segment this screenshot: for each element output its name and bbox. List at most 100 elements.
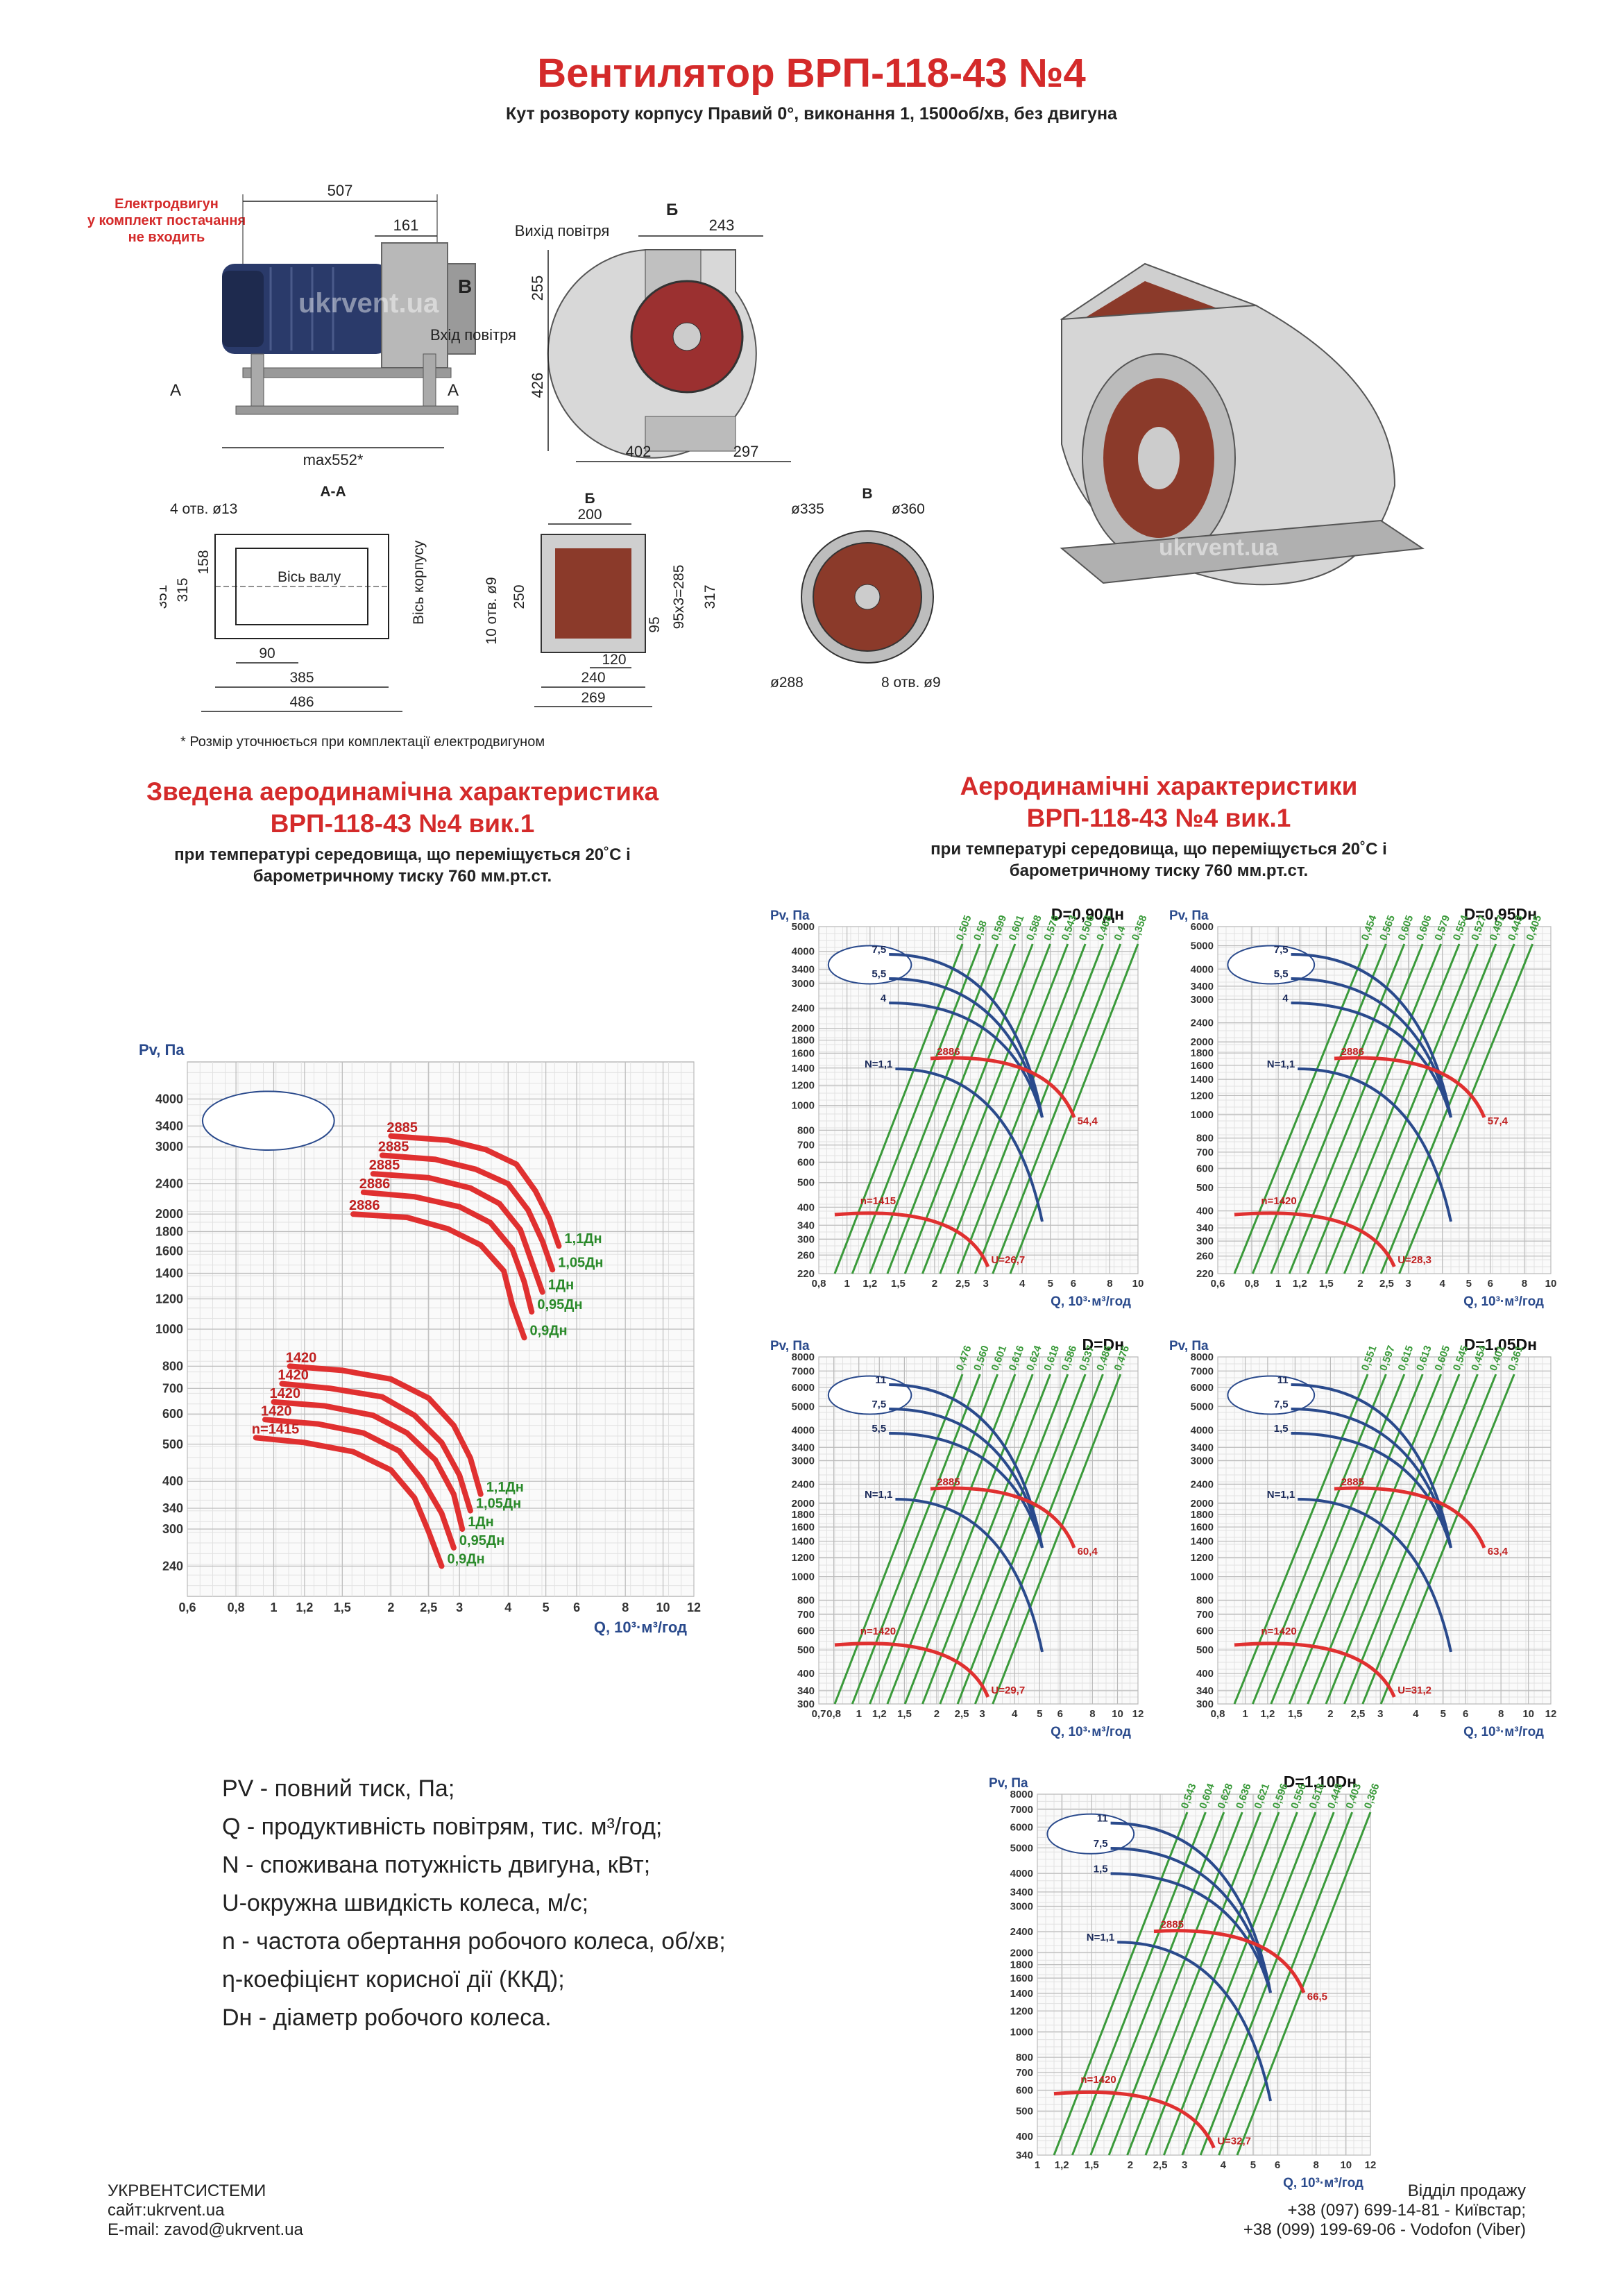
x-tick-label: 4 bbox=[1439, 1278, 1445, 1290]
x-tick-label: 2 bbox=[1327, 1708, 1333, 1720]
y-tick-label: 4000 bbox=[1191, 963, 1214, 975]
x-tick-label: 8 bbox=[1522, 1278, 1527, 1290]
x-tick-label: 8 bbox=[1498, 1708, 1504, 1720]
efficiency-line bbox=[1233, 1374, 1369, 1705]
y-tick-label: 2000 bbox=[1010, 1947, 1033, 1959]
y-tick-label: 1000 bbox=[792, 1100, 815, 1112]
power-curve bbox=[1110, 1821, 1272, 1993]
speed-low-label: n=1420 bbox=[1080, 2074, 1116, 2086]
x-tick-label: 3 bbox=[1405, 1278, 1411, 1290]
x-tick-label: 12 bbox=[1545, 1708, 1557, 1720]
speed-label: 2885 bbox=[386, 1120, 418, 1136]
y-tick-label: 4000 bbox=[792, 1425, 815, 1437]
power-curve bbox=[1298, 1498, 1452, 1653]
efficiency-line bbox=[1233, 943, 1369, 1274]
x-tick-label: 5 bbox=[1250, 2159, 1256, 2171]
y-tick-label: 5000 bbox=[1010, 1842, 1033, 1854]
y-tick-label: 1800 bbox=[792, 1509, 815, 1521]
x-tick-label: 2 bbox=[932, 1278, 937, 1290]
y-tick-label: 4000 bbox=[792, 946, 815, 958]
y-tick-label: 340 bbox=[162, 1501, 183, 1515]
legend-line: Dн - діаметр робочого колеса. bbox=[222, 1999, 726, 2037]
power-label: 5,5 bbox=[872, 1423, 886, 1435]
dim-max552: max552* bbox=[303, 451, 364, 469]
x-tick-label: 2 bbox=[1128, 2159, 1133, 2171]
series-curve bbox=[253, 1435, 445, 1569]
efficiency-line bbox=[1343, 1374, 1479, 1705]
y-tick-label: 2000 bbox=[792, 1023, 815, 1035]
chart-title: D=0,95Dн bbox=[1464, 905, 1537, 923]
company-logo bbox=[201, 1090, 335, 1151]
power-label: 4 bbox=[881, 993, 887, 1004]
y-tick-label: 3000 bbox=[792, 1455, 815, 1467]
y-tick-label: 600 bbox=[162, 1407, 183, 1421]
dim-243: 243 bbox=[709, 217, 735, 234]
footer-left: УКРВЕНТСИСТЕМИ сайт:ukrvent.ua E-mail: z… bbox=[108, 2181, 303, 2240]
diameter-label: 1Дн bbox=[468, 1514, 493, 1530]
footer-phone-2[interactable]: +38 (099) 199-69-06 - Vodofon (Viber) bbox=[1243, 2220, 1526, 2239]
x-tick-label: 2,5 bbox=[955, 1708, 969, 1720]
dim-297: 297 bbox=[733, 443, 759, 460]
footer-email[interactable]: E-mail: zavod@ukrvent.ua bbox=[108, 2220, 303, 2239]
footer-right: Відділ продажу +38 (097) 699-14-81 - Киї… bbox=[1243, 2181, 1526, 2240]
y-tick-label: 2400 bbox=[1191, 1018, 1214, 1029]
y-tick-label: 3400 bbox=[1191, 981, 1214, 993]
b-240: 240 bbox=[581, 670, 605, 686]
y-tick-label: 8000 bbox=[792, 1351, 815, 1363]
power-label: 11 bbox=[875, 1374, 886, 1386]
u-high-label: 63,4 bbox=[1488, 1546, 1509, 1558]
y-tick-label: 6000 bbox=[1191, 921, 1214, 933]
footer-phone-1[interactable]: +38 (097) 699-14-81 - Київстар; bbox=[1287, 2201, 1526, 2220]
y-tick-label: 400 bbox=[162, 1474, 183, 1488]
legend-line: η-коефіцієнт корисної дії (ККД); bbox=[222, 1961, 726, 1999]
power-curve bbox=[1298, 1067, 1452, 1222]
u-high-label: 60,4 bbox=[1078, 1546, 1098, 1558]
y-tick-label: 300 bbox=[1196, 1235, 1214, 1247]
legend-text: - споживана потужність двигуна, кВт; bbox=[239, 1852, 651, 1878]
power-curve bbox=[1110, 1872, 1272, 1993]
x-tick-label: 3 bbox=[983, 1278, 989, 1290]
power-label: 11 bbox=[1097, 1813, 1108, 1825]
legend-text: - діаметр робочого колеса. bbox=[252, 2004, 552, 2031]
series-curve bbox=[350, 1211, 527, 1341]
y-tick-label: 340 bbox=[1196, 1685, 1214, 1697]
y-axis-label: Pv, Па bbox=[770, 909, 810, 923]
speed-label: 2885 bbox=[378, 1139, 409, 1154]
dim-402: 402 bbox=[626, 443, 652, 460]
legend-line: PV - повний тиск, Па; bbox=[222, 1770, 726, 1808]
page-subtitle: Кут розвороту корпусу Правий 0°, виконан… bbox=[506, 104, 1117, 124]
aa-315: 315 bbox=[175, 577, 191, 602]
y-tick-label: 6000 bbox=[1191, 1382, 1214, 1394]
diameter-label: 1,1Дн bbox=[486, 1480, 524, 1495]
y-tick-label: 7000 bbox=[792, 1365, 815, 1377]
x-tick-label: 4 bbox=[1019, 1278, 1026, 1290]
y-tick-label: 1000 bbox=[792, 1571, 815, 1583]
v-d360: ø360 bbox=[892, 501, 925, 517]
y-tick-label: 400 bbox=[797, 1668, 815, 1680]
x-tick-label: 2 bbox=[387, 1601, 394, 1614]
aa-shaft-axis: Вісь валу bbox=[278, 569, 341, 585]
x-tick-label: 1,5 bbox=[1319, 1278, 1334, 1290]
footer-site[interactable]: сайт:ukrvent.ua bbox=[108, 2201, 225, 2220]
efficiency-line bbox=[1270, 1374, 1406, 1705]
power-curve bbox=[895, 1067, 1044, 1222]
efficiency-line bbox=[886, 943, 1017, 1274]
y-tick-label: 1800 bbox=[792, 1035, 815, 1047]
y-tick-label: 340 bbox=[797, 1685, 815, 1697]
diameter-label: 0,9Дн bbox=[448, 1551, 485, 1567]
speed-low-label: n=1415 bbox=[860, 1195, 896, 1207]
efficiency-line bbox=[921, 1374, 1051, 1705]
dim-161: 161 bbox=[393, 217, 419, 234]
efficiency-line bbox=[939, 943, 1069, 1274]
u-low-label: U=29,7 bbox=[991, 1685, 1025, 1696]
y-tick-label: 600 bbox=[797, 1156, 815, 1168]
efficiency-line bbox=[851, 943, 981, 1274]
efficiency-line bbox=[1288, 1374, 1424, 1705]
y-tick-label: 500 bbox=[797, 1644, 815, 1656]
diameter-label: 1,05Дн bbox=[476, 1496, 521, 1512]
speed-high-label: 2886 bbox=[1341, 1046, 1364, 1058]
y-axis-label: Pv, Па bbox=[139, 1041, 185, 1058]
y-axis-label: Pv, Па bbox=[770, 1339, 810, 1353]
x-tick-label: 10 bbox=[1522, 1708, 1534, 1720]
